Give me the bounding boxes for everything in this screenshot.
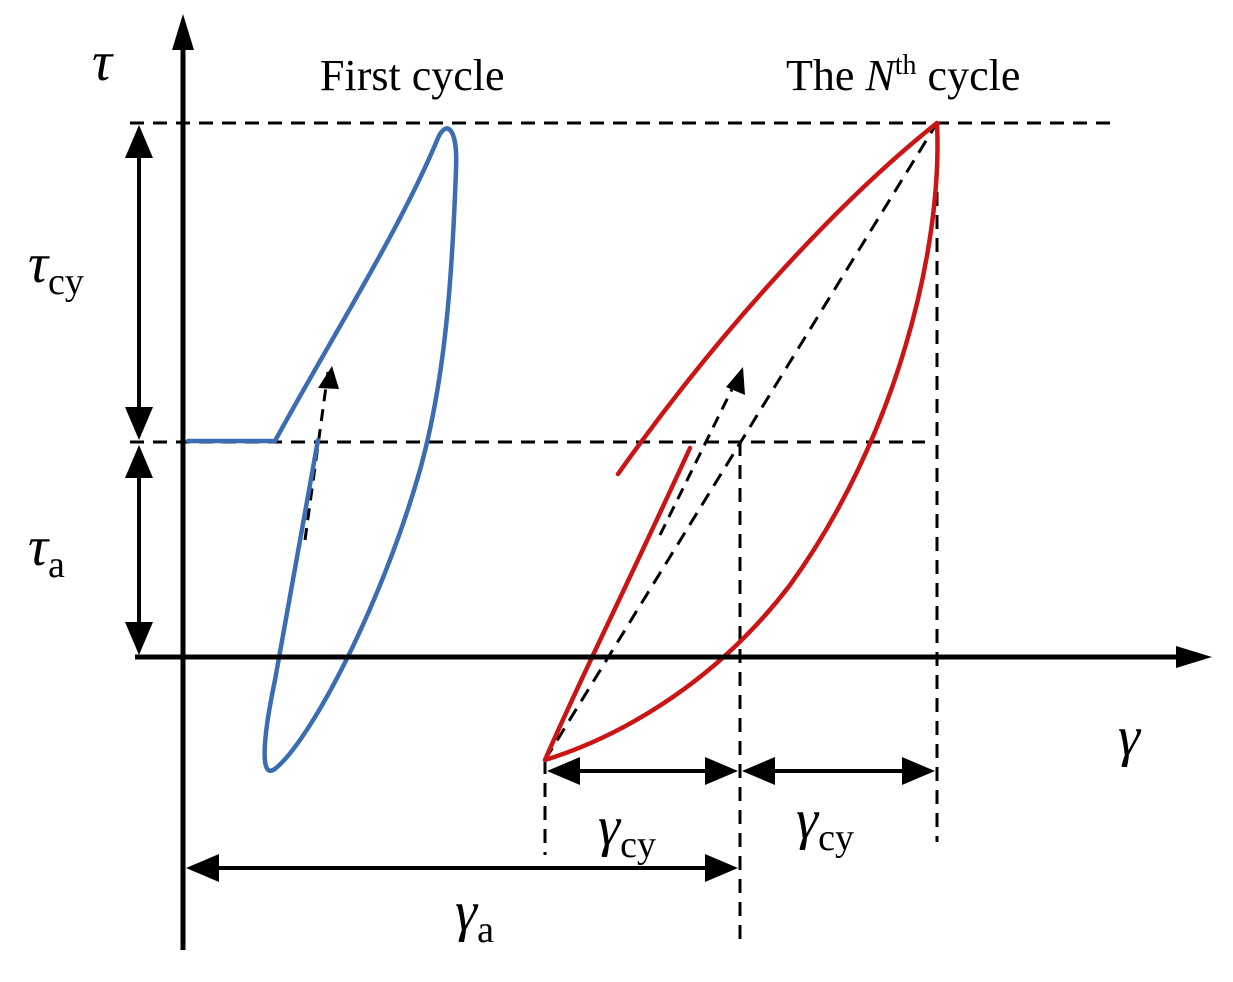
tau-a-arrowhead-bottom <box>125 622 153 655</box>
gamma-cy-left-label: γcy <box>598 796 656 866</box>
gamma-cy-left-arrowhead-left <box>547 757 580 785</box>
tau-a-symbol: τ <box>28 516 50 578</box>
tau-cy-subscript: cy <box>48 261 84 303</box>
tau-cy-arrowhead-top <box>125 125 153 158</box>
tau-cy-symbol: τ <box>28 233 50 295</box>
nth-cycle-direction-arrow <box>658 376 740 536</box>
nth-symbol: N <box>864 51 897 100</box>
secant-dashed-line <box>543 122 939 761</box>
gamma-cy-left-subscript: cy <box>620 824 656 866</box>
gamma-axis-label: γ <box>1118 706 1142 768</box>
nth-superscript: th <box>895 50 917 81</box>
gamma-cy-right-symbol: γ <box>796 789 820 851</box>
nth-cycle-label: The Nth cycle <box>786 50 1020 100</box>
tau-a-subscript: a <box>48 544 65 586</box>
gamma-a-arrowhead-left <box>186 854 219 882</box>
tau-axis-label: τ <box>92 31 114 93</box>
gamma-cy-left-arrowhead-right <box>705 757 738 785</box>
dimension-arrows <box>125 125 935 882</box>
gamma-cy-right-subscript: cy <box>818 817 854 859</box>
nth-suffix: cycle <box>917 51 1021 100</box>
gamma-cy-right-label: γcy <box>796 789 854 859</box>
tau-cy-label: τcy <box>28 233 84 303</box>
gamma-axis-arrowhead <box>1176 646 1212 668</box>
gamma-a-subscript: a <box>477 909 494 951</box>
tau-cy-arrowhead-bottom <box>125 407 153 440</box>
dashed-reference-lines <box>130 121 1110 945</box>
gamma-cy-left-symbol: γ <box>598 796 622 858</box>
first-cycle-loop <box>185 126 459 773</box>
gamma-a-label: γa <box>455 881 494 951</box>
nth-prefix: The <box>786 51 865 100</box>
first-cycle-arrowhead <box>318 366 339 389</box>
first-cycle-label: First cycle <box>320 51 505 100</box>
nth-cycle-arrowhead <box>726 367 745 395</box>
tau-a-label: τa <box>28 516 65 586</box>
gamma-a-arrowhead-right <box>705 854 738 882</box>
gamma-cy-right-arrowhead-right <box>902 757 935 785</box>
nth-cycle-loop <box>542 120 940 763</box>
gamma-a-symbol: γ <box>455 881 479 943</box>
gamma-cy-right-arrowhead-left <box>742 757 775 785</box>
tau-a-arrowhead-top <box>125 445 153 478</box>
tau-axis-arrowhead <box>172 14 194 50</box>
